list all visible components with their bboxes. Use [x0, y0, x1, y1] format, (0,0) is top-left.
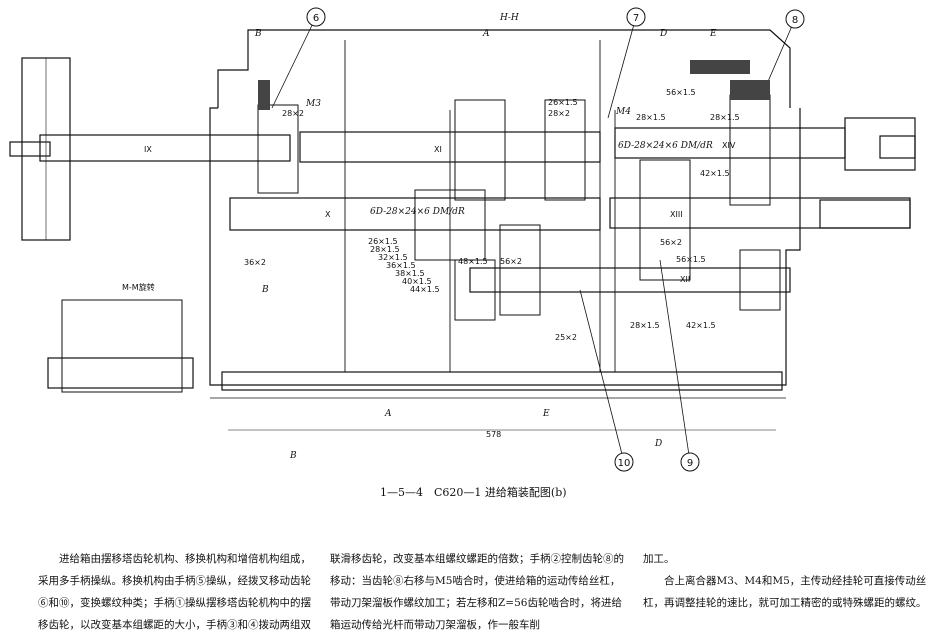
shaft-xiii [609, 197, 911, 229]
mm-section-title: M-M旋转 [122, 282, 155, 292]
gear-label: 28×1.5 [370, 245, 400, 254]
gear-label: 36×2 [244, 258, 266, 267]
formula-label-2: 6D-28×24×6 DM/dR [370, 207, 465, 217]
mm-section [61, 299, 183, 393]
section-mark-d1: D [659, 29, 667, 39]
shaft-label-xi: XI [434, 145, 442, 154]
shaft-ix [39, 134, 291, 162]
body-text-column-2: 联滑移齿轮，改变基本组螺纹螺距的倍数；手柄②控制齿轮⑧的移动：当齿轮⑧右移与M5… [330, 548, 630, 636]
section-mark-e2: E [542, 409, 550, 419]
gear-label: 56×2 [660, 238, 682, 247]
callout-7: 7 [633, 13, 639, 24]
gear-label: 28×2 [282, 109, 304, 118]
base-plate [221, 371, 783, 391]
section-mark-a1: A [482, 29, 490, 39]
gear-label: 28×2 [548, 109, 570, 118]
gear-label: 40×1.5 [402, 277, 432, 286]
body-text-column-1: 进给箱由摆移塔齿轮机构、移换机构和增倍机构组成，采用多手柄操纵。移换机构由手柄⑤… [38, 548, 316, 636]
dimension-label: 578 [486, 430, 501, 439]
section-mark-b2: B [261, 285, 269, 295]
paragraph: 进给箱由摆移塔齿轮机构、移换机构和增倍机构组成，采用多手柄操纵。移换机构由手柄⑤… [38, 553, 311, 631]
shaft-xi [299, 131, 601, 163]
shaft-label-x: X [325, 210, 331, 219]
shaft-label-xiv: XIV [722, 141, 736, 150]
gear-label: 26×1.5 [548, 98, 578, 107]
callout-6: 6 [313, 13, 319, 24]
gear-label: 32×1.5 [378, 253, 408, 262]
section-mark-e1: E [709, 29, 717, 39]
callout-9: 9 [687, 458, 693, 469]
gear-label: 56×1.5 [666, 88, 696, 97]
section-mark-a2: A [384, 409, 392, 419]
gear-label: M4 [615, 107, 631, 117]
shaft-label-xiii: XIII [670, 210, 683, 219]
gear-label: 26×1.5 [368, 237, 398, 246]
gear-label: 36×1.5 [386, 261, 416, 270]
gear-label: 56×1.5 [676, 255, 706, 264]
figure-caption: 1—5—4 C620—1 进给箱装配图(b) [380, 486, 567, 499]
formula-label-1: 6D-28×24×6 DM/dR [618, 141, 713, 151]
shaft-label-ix: IX [144, 145, 152, 154]
gear-label: 28×1.5 [630, 321, 660, 330]
gear-label: M3 [305, 99, 321, 109]
paragraph: 合上离合器M3、M4和M5，主传动经挂轮可直接传动丝杠，再调整挂轮的速比，就可加… [643, 575, 927, 609]
shaft-label-xii: XII [680, 275, 690, 284]
gear-label: 56×2 [500, 257, 522, 266]
gear-label: 42×1.5 [686, 321, 716, 330]
section-mark-b3: B [289, 451, 297, 461]
callout-8: 8 [792, 15, 798, 26]
paragraph: 联滑移齿轮，改变基本组螺纹螺距的倍数；手柄②控制齿轮⑧的移动：当齿轮⑧右移与M5… [330, 553, 624, 631]
paragraph: 加工。 [643, 553, 675, 565]
gear-label: 25×2 [555, 333, 577, 342]
gear-label: 48×1.5 [458, 257, 488, 266]
assembly-drawing: 6 7 8 10 9 H-H M-M旋转 B A D E B A E D B I… [9, 7, 916, 472]
section-mark-b1: B [254, 29, 262, 39]
housing-outline [217, 29, 791, 108]
shaft-xii [469, 267, 791, 293]
gear-label: 28×1.5 [710, 113, 740, 122]
section-title: H-H [499, 13, 519, 23]
callout-10: 10 [618, 458, 631, 469]
gear-label: 28×1.5 [636, 113, 666, 122]
section-mark-d2: D [654, 439, 662, 449]
gear-label: 42×1.5 [700, 169, 730, 178]
body-text-column-3: 加工。 合上离合器M3、M4和M5，主传动经挂轮可直接传动丝杠，再调整挂轮的速比… [643, 548, 938, 614]
gear-label: 38×1.5 [395, 269, 425, 278]
gear-label: 44×1.5 [410, 285, 440, 294]
